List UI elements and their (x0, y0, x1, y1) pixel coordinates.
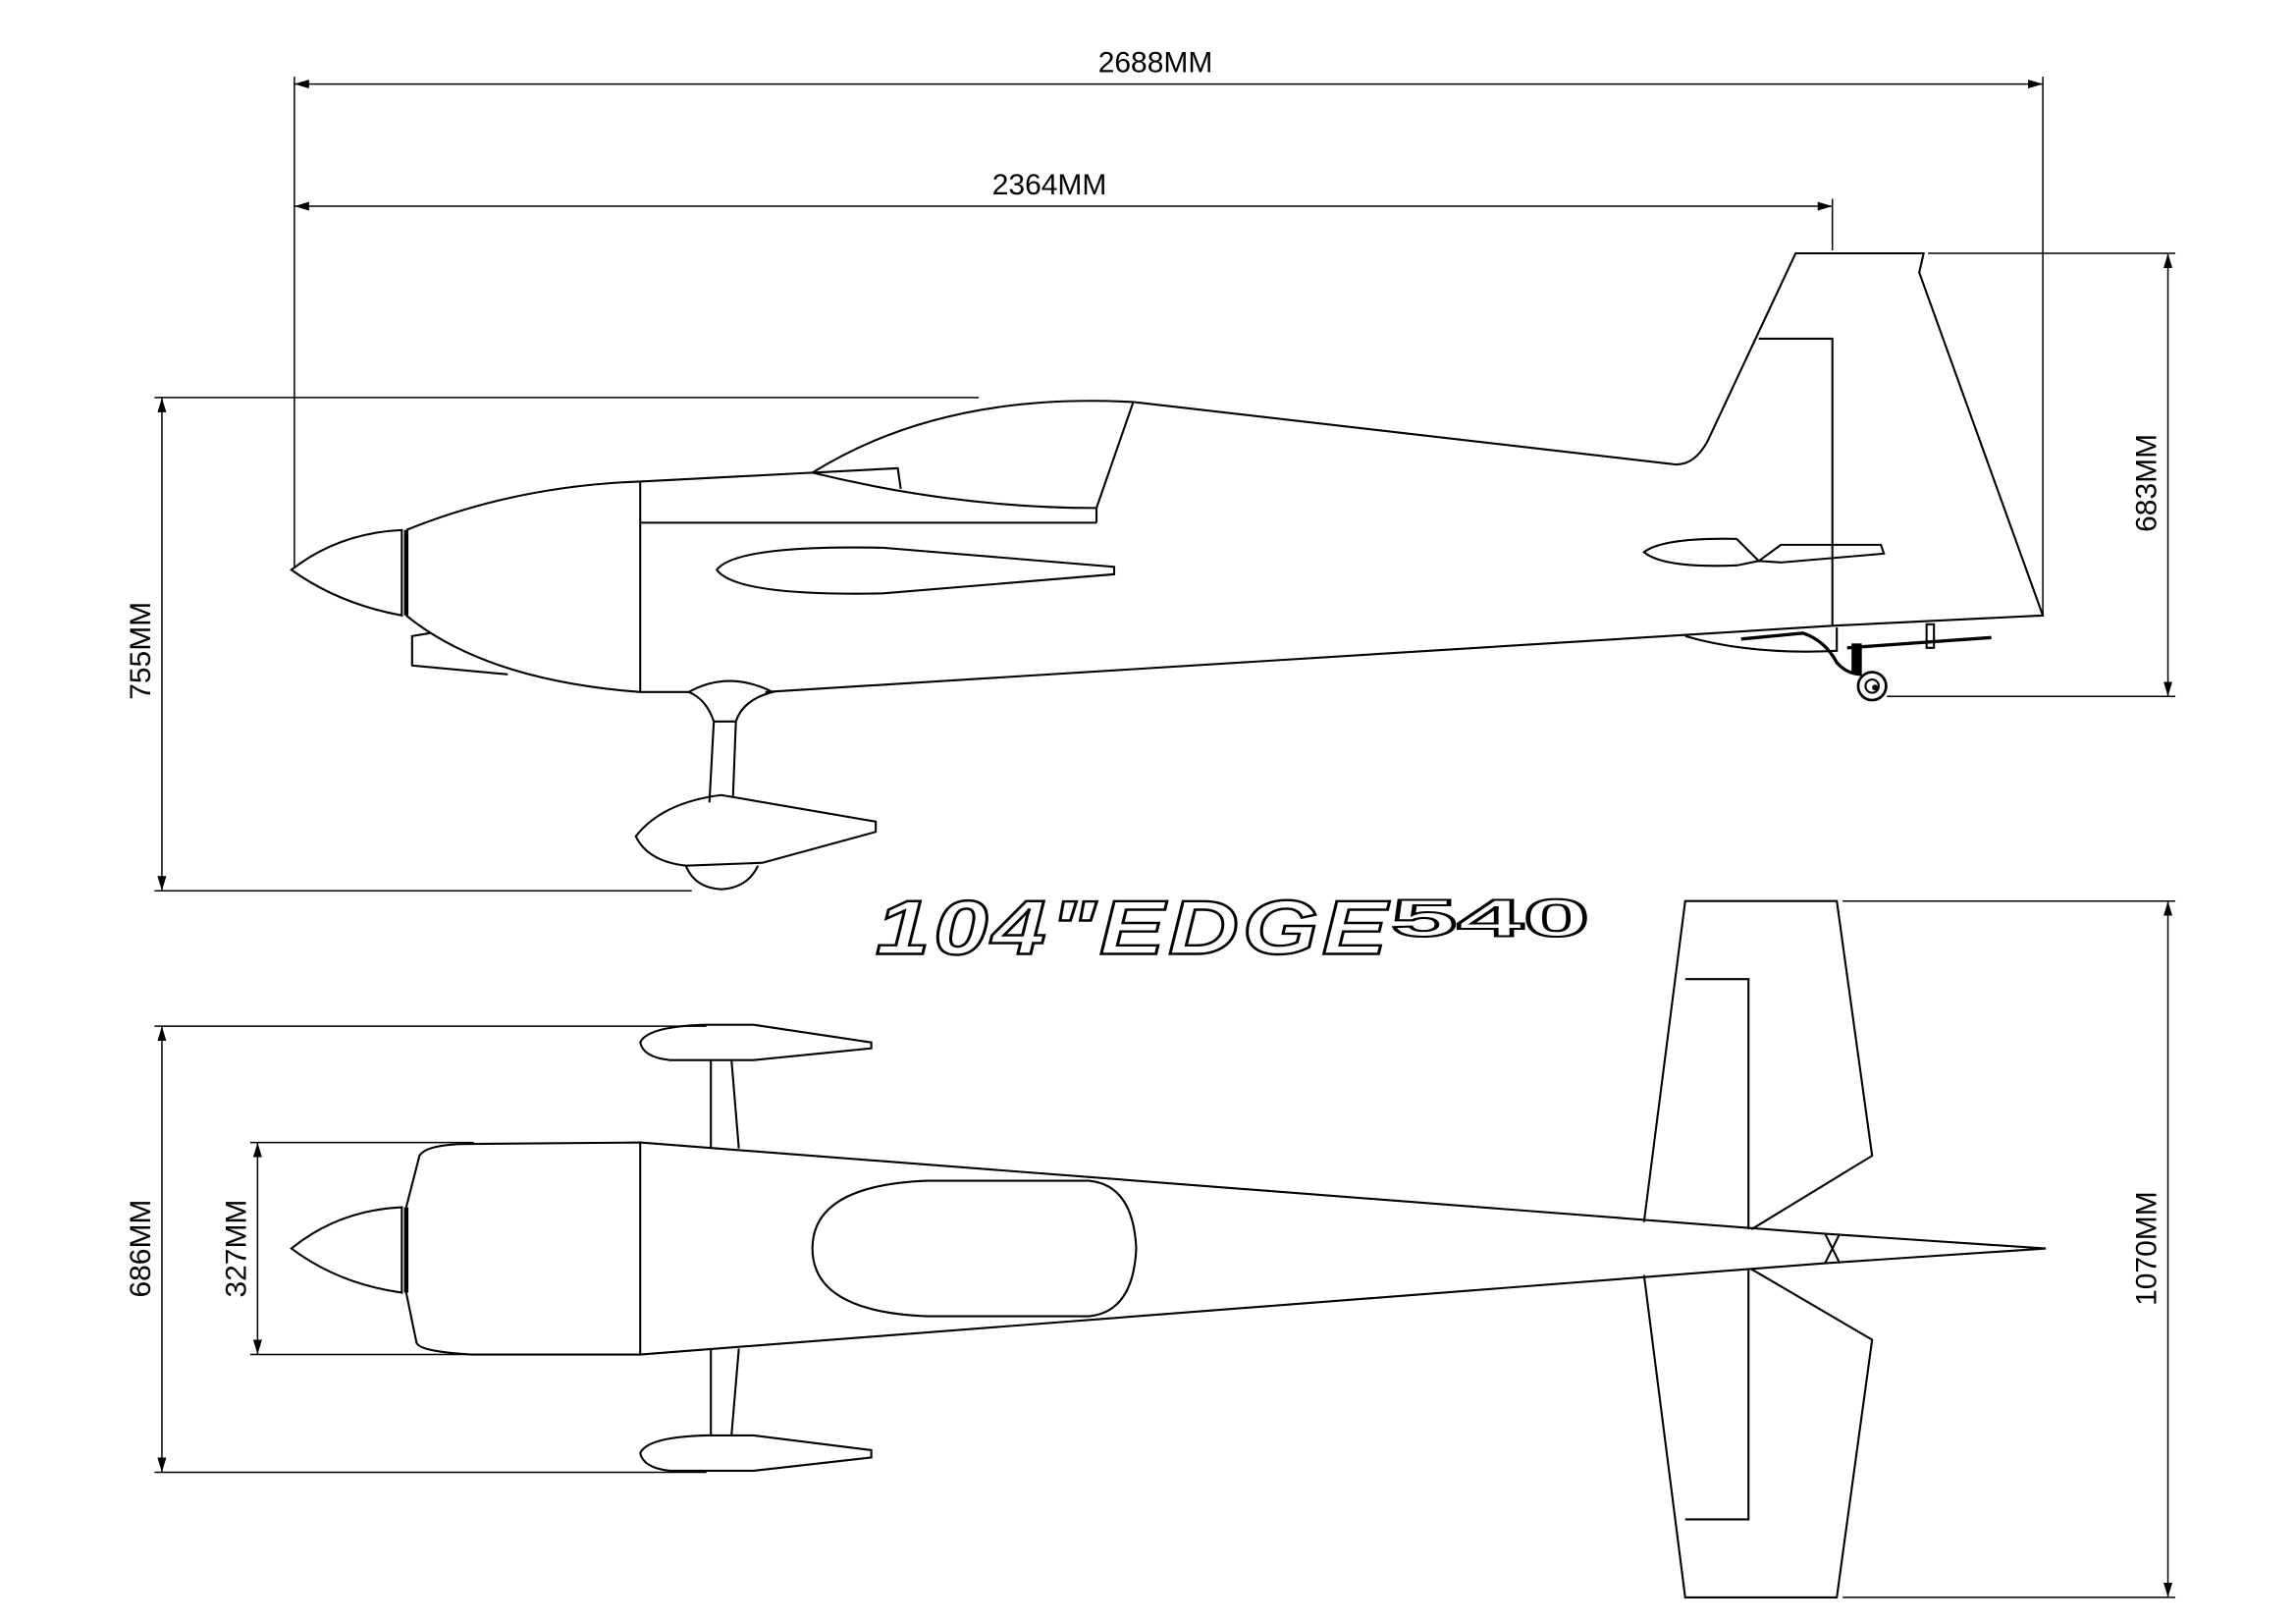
wing-root-airfoil (715, 546, 1116, 595)
wheel-pant (634, 793, 878, 867)
stab-airfoil (1642, 537, 1886, 568)
dimension-tail-height: 683MM (1887, 252, 2176, 698)
stab-span-label: 1070MM (2131, 1191, 2163, 1306)
dimension-overall-height: 755MM (125, 397, 980, 892)
wheel (684, 865, 760, 891)
tail-height-label: 683MM (2131, 434, 2163, 532)
spinner-top (290, 1206, 403, 1294)
model-suffix: 540 (1391, 890, 1589, 948)
stab-upper (1642, 899, 1874, 1230)
fuselage-width-label: 327MM (220, 1200, 252, 1298)
model-name: 104"EDGE (876, 885, 1391, 971)
dimension-stab-span: 1070MM (1842, 899, 2176, 1598)
wheel-pant-lower (639, 1434, 873, 1473)
fuselage-length-label: 2364MM (992, 169, 1107, 201)
exhaust (410, 631, 508, 676)
overall-height-label: 755MM (125, 602, 157, 700)
model-logo: 104"EDGE 540 (875, 883, 1590, 971)
dimension-fuselage-length: 2364MM (294, 169, 1834, 250)
canopy-top (811, 1179, 1138, 1318)
overall-length-label: 2688MM (1098, 47, 1213, 80)
tail-wheel-strut (1740, 631, 1862, 677)
stab-lower (1642, 1268, 1874, 1598)
dimension-fuselage-width: 327MM (220, 1141, 474, 1356)
canopy (812, 402, 1135, 523)
fuselage-top (404, 1141, 2047, 1356)
top-view (290, 899, 2047, 1598)
gear-fairing (686, 679, 776, 723)
dimension-overall-length: 2688MM (294, 47, 2044, 616)
fuselage-outline (405, 251, 2045, 693)
dimension-gear-track: 686MM (125, 1025, 707, 1474)
gear-strut (708, 721, 737, 803)
tail-wheel (1856, 671, 1888, 702)
wheel-pant-upper (639, 1023, 873, 1061)
spinner (290, 528, 403, 618)
side-view (290, 251, 2045, 891)
gear-track-label: 686MM (125, 1200, 157, 1298)
rudder (1758, 337, 1834, 626)
